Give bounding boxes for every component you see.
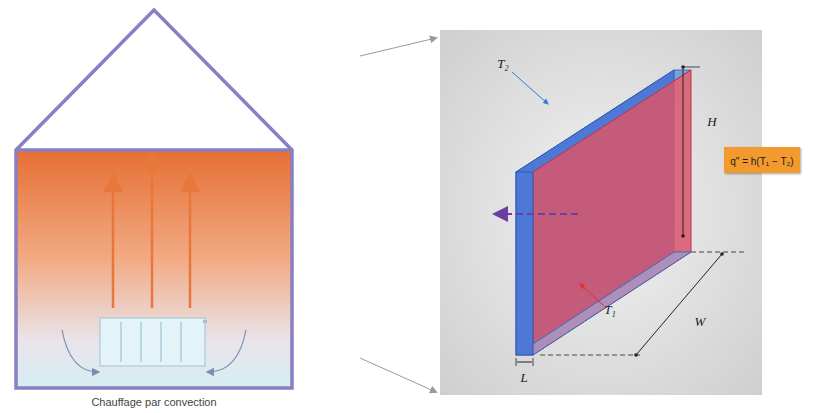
formula-box: q" = h(T₁ − T₂) — [724, 147, 799, 173]
caption: Chauffage par convection — [91, 396, 216, 408]
formula-text: q" = h(T₁ − T₂) — [730, 156, 793, 167]
temperature-label: T₁ — [604, 302, 616, 318]
dimension-label: H — [707, 114, 716, 130]
dimension-label: L — [520, 370, 527, 386]
temperature-label: T₂ — [497, 56, 509, 72]
dimension-label: W — [695, 314, 706, 330]
